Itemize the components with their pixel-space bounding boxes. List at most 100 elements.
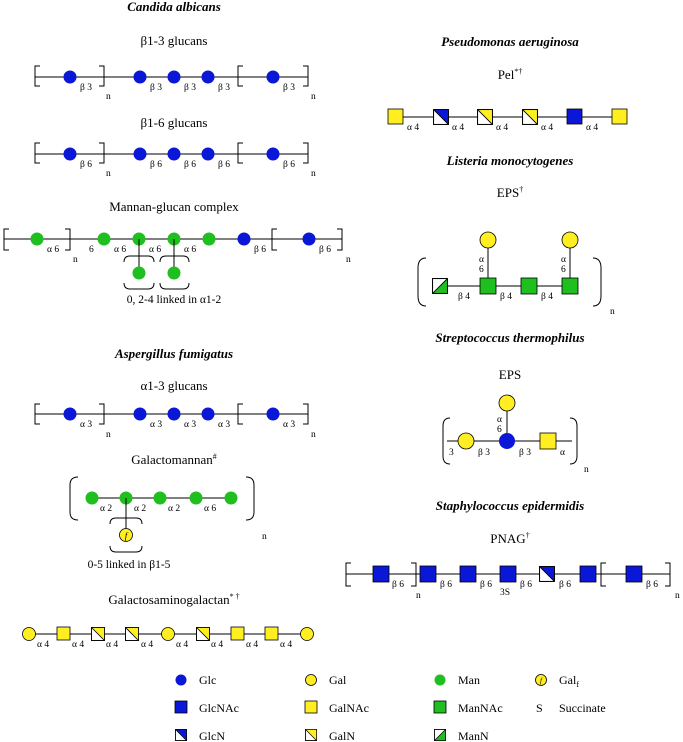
glc-residue: [63, 147, 77, 161]
title-galactomannan: Galactomannan#: [131, 452, 217, 467]
galnac-residue: [611, 108, 628, 125]
linkage: α 4: [541, 123, 553, 133]
legend-mann: ManN: [458, 729, 489, 742]
legend-galnac: GalNAc: [329, 701, 369, 715]
linkage: α 4: [280, 640, 292, 650]
succinate-mod: 3S: [500, 588, 510, 598]
gal-residue: [457, 432, 475, 450]
branch-linkage: 6: [497, 425, 502, 435]
repeat-n: n: [262, 532, 267, 542]
galn-residue: [91, 627, 105, 641]
glcnac-residue: [459, 565, 477, 583]
linkage: α 4: [496, 123, 508, 133]
galf-icon: [535, 674, 547, 686]
branch-brace: [123, 255, 155, 263]
linkage: α 2: [100, 504, 112, 514]
repeat-n: n: [311, 430, 316, 440]
branch-linkage: 6: [479, 265, 484, 275]
repeat-n: n: [675, 591, 680, 601]
linkage: α 4: [407, 123, 419, 133]
linkage: β 6: [254, 245, 266, 255]
title-listeria-eps: EPS†: [497, 185, 523, 200]
man-residue: [224, 491, 238, 505]
pel-chain: α 4 α 4 α 4 α 4 α 4: [387, 108, 628, 133]
branch-brace: [159, 282, 190, 290]
mannac-residue: [479, 277, 497, 295]
linkage: α 6: [149, 245, 161, 255]
title-pnag: PNAG†: [490, 531, 529, 546]
repeat-n: n: [106, 430, 111, 440]
linkage: α 4: [72, 640, 84, 650]
linkage: α 6: [204, 504, 216, 514]
green-diagonal-square-icon: [434, 729, 446, 741]
branch-linkage: 6: [561, 265, 566, 275]
yellow-circle-icon: [305, 674, 317, 686]
branch-brace: [109, 517, 143, 525]
linkage: β 6: [319, 245, 331, 255]
mann-residue: [432, 278, 448, 294]
yellow-diagonal-square-icon: [305, 729, 317, 741]
galn-residue: [522, 109, 538, 125]
branch-brace: [123, 282, 155, 290]
legend-gal: Gal: [329, 673, 347, 687]
repeat-n: n: [346, 255, 351, 265]
blue-diagonal-square-icon: [175, 729, 187, 741]
galf-icon-label: f: [540, 677, 543, 685]
galnac-residue: [230, 626, 245, 641]
glcnac-residue: [566, 108, 583, 125]
title-b13-glucans: β1-3 glucans: [141, 33, 208, 48]
linkage: α 6: [114, 245, 126, 255]
title-gag: Galactosaminogalactan* †: [108, 592, 239, 607]
bracket-left: [34, 65, 40, 87]
yellow-square-icon: [304, 700, 318, 714]
a13-glucan-chain: α 3 n α 3 α 3 α 3 α 3 n: [34, 403, 316, 440]
linkage: β 3: [80, 83, 92, 93]
glc-residue: [167, 407, 181, 421]
linkage: β 6: [646, 580, 658, 590]
gal-residue: [161, 627, 175, 641]
branch-brace: [159, 255, 190, 263]
glcnac-residue: [579, 565, 597, 583]
linkage: α 3: [80, 420, 92, 430]
man-residue: [202, 232, 216, 246]
glcnac-residue: [625, 565, 643, 583]
bracket-left: [237, 65, 243, 87]
title-mannan-glucan: Mannan-glucan complex: [109, 199, 239, 214]
legend-succinate: Succinate: [559, 701, 606, 715]
glc-residue: [63, 407, 77, 421]
linkage: β 3: [519, 448, 531, 458]
bracket-right: [337, 228, 343, 251]
linkage: β 6: [184, 160, 196, 170]
linkage: α 4: [246, 640, 258, 650]
legend-glc: Glc: [199, 673, 216, 687]
green-circle-icon: [434, 674, 446, 686]
bracket-right: [303, 65, 309, 87]
glcnac-residue: [419, 565, 437, 583]
repeat-n: n: [106, 169, 111, 179]
glc-residue: [266, 70, 280, 84]
repeat-n: n: [73, 255, 78, 265]
branch-note: 0-5 linked in β1-5: [88, 559, 171, 571]
galnac-residue: [387, 108, 404, 125]
repeat-n: n: [610, 307, 615, 317]
linkage: β 6: [80, 160, 92, 170]
linkage: α 3: [150, 420, 162, 430]
legend-galf: Galf: [559, 673, 579, 689]
pnag-chain: β 6 n β 6 β 6 β 6 3S β 6 β 6 n: [345, 562, 680, 601]
man-residue: [167, 266, 181, 280]
paren-left: [69, 476, 79, 521]
paren-left: [442, 417, 451, 465]
linkage: β 6: [150, 160, 162, 170]
bracket-right: [99, 142, 105, 164]
linkage: α 2: [168, 504, 180, 514]
branch-brace: [109, 545, 143, 553]
branch-note: 0, 2-4 linked in α1-2: [127, 294, 222, 306]
repeat-n: n: [311, 169, 316, 179]
repeat-n: n: [584, 465, 589, 475]
linkage: β 3: [283, 83, 295, 93]
gal-residue: [498, 394, 516, 412]
linkage: α: [560, 448, 565, 458]
glc-residue: [266, 147, 280, 161]
title-pel: Pel*†: [498, 67, 523, 82]
glc-residue: [201, 147, 215, 161]
